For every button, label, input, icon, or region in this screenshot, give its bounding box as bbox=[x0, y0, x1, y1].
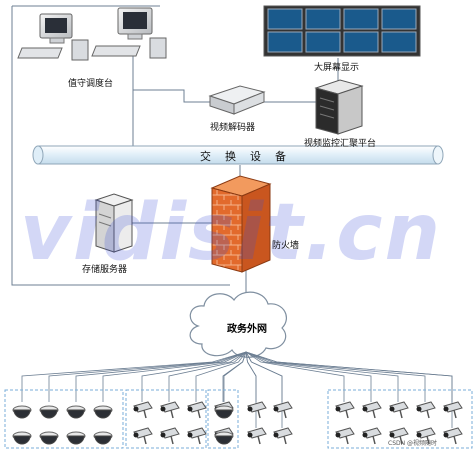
video-wall bbox=[263, 5, 421, 57]
fanout-line bbox=[245, 351, 257, 428]
fanout-line bbox=[245, 351, 426, 402]
firewall-wall bbox=[210, 175, 272, 273]
label-firewall: 防火墙 bbox=[272, 241, 300, 251]
dome-camera-icon bbox=[93, 431, 113, 445]
label-storage-server: 存储服务器 bbox=[82, 265, 128, 275]
workstation-right bbox=[91, 7, 167, 59]
dome-camera-icon bbox=[39, 431, 59, 445]
fanout-line bbox=[245, 351, 453, 428]
bullet-camera-icon bbox=[389, 427, 409, 445]
fanout-line bbox=[223, 351, 247, 402]
fanout-line bbox=[245, 351, 345, 402]
dome-camera-icon bbox=[93, 405, 113, 419]
bullet-camera-icon bbox=[160, 427, 180, 445]
fanout-line bbox=[245, 351, 283, 428]
fanout-line bbox=[102, 351, 247, 402]
label-duty-console: 值守调度台 bbox=[68, 79, 114, 89]
dome-camera-icon bbox=[39, 405, 59, 419]
bullet-camera-icon bbox=[443, 401, 463, 419]
label-big-screen: 大屏幕显示 bbox=[314, 63, 360, 73]
video-decoder-device bbox=[208, 85, 266, 115]
storage-server-device bbox=[94, 193, 134, 253]
bullet-camera-icon bbox=[133, 427, 153, 445]
dome-camera-icon bbox=[214, 405, 234, 419]
frame-line bbox=[11, 5, 230, 286]
bullet-camera-icon bbox=[362, 401, 382, 419]
bullet-camera-icon bbox=[362, 427, 382, 445]
label-video-platform: 视频监控汇聚平台 bbox=[304, 139, 377, 149]
switch-bus bbox=[32, 145, 444, 165]
bullet-camera-icon bbox=[187, 427, 207, 445]
bullet-camera-icon bbox=[443, 427, 463, 445]
bullet-camera-icon bbox=[133, 401, 153, 419]
fanout-line bbox=[245, 351, 372, 402]
bullet-camera-icon bbox=[187, 401, 207, 419]
fanout-line bbox=[168, 351, 247, 402]
bullet-camera-icon bbox=[335, 427, 355, 445]
platform-server bbox=[314, 79, 364, 135]
dome-camera-icon bbox=[12, 431, 32, 445]
dome-camera-icon bbox=[66, 431, 86, 445]
gov-network-cloud bbox=[189, 291, 287, 358]
bullet-camera-icon bbox=[247, 427, 267, 445]
bullet-camera-icon bbox=[247, 401, 267, 419]
camera-array bbox=[12, 401, 463, 445]
fanout-line bbox=[195, 351, 247, 402]
connection-lines bbox=[132, 50, 339, 300]
workstation-left bbox=[17, 13, 89, 61]
fanout-line bbox=[141, 351, 247, 402]
fanout-line bbox=[75, 351, 247, 402]
bullet-camera-icon bbox=[160, 401, 180, 419]
bullet-camera-icon bbox=[389, 401, 409, 419]
bullet-camera-icon bbox=[416, 427, 436, 445]
fanout-line bbox=[21, 351, 247, 402]
fanout-line bbox=[245, 351, 453, 402]
bullet-camera-icon bbox=[273, 427, 293, 445]
label-switch: 交换设备 bbox=[200, 150, 300, 163]
fanout-line bbox=[48, 351, 247, 402]
fanout-line bbox=[245, 351, 399, 402]
camera-fanout-lines bbox=[21, 351, 453, 428]
bullet-camera-icon bbox=[416, 401, 436, 419]
watermark: vidisit.cn bbox=[20, 188, 442, 278]
bullet-camera-icon bbox=[335, 401, 355, 419]
dome-camera-icon bbox=[66, 405, 86, 419]
dome-camera-icon bbox=[214, 431, 234, 445]
bullet-camera-icon bbox=[273, 401, 293, 419]
label-gov-network: 政务外网 bbox=[227, 324, 267, 335]
camera-group-frames bbox=[4, 389, 473, 449]
dome-camera-icon bbox=[12, 405, 32, 419]
label-video-decoder: 视频解码器 bbox=[210, 123, 256, 133]
credit-text: CSDN @视频随时 bbox=[388, 440, 438, 447]
